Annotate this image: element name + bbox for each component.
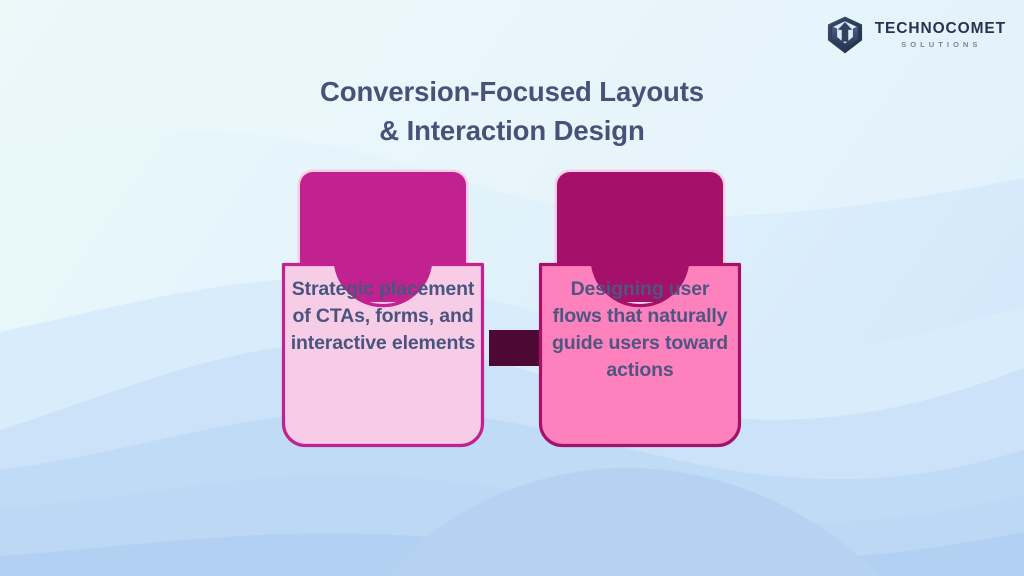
pocket-card-strategic-placement[interactable]: Strategic placement of CTAs, forms, and …	[281, 172, 485, 448]
pocket-front-right	[538, 172, 742, 448]
hexagon-up-arrow-icon	[827, 16, 862, 54]
logo-company-subtitle: SOLUTIONS	[901, 40, 982, 50]
card-connector-bar	[489, 330, 547, 366]
logo-wordmark: TECHNOCOMET SOLUTIONS	[875, 21, 1006, 49]
pocket-card-text-right: Designing user flows that naturally guid…	[551, 278, 729, 381]
pocket-front-left	[281, 172, 485, 448]
logo-company-name: TECHNOCOMET	[874, 19, 1006, 37]
page-title-line-2: & Interaction Design	[379, 115, 645, 147]
page-title: Conversion-Focused Layouts & Interaction…	[0, 72, 1024, 150]
page-title-line-1: Conversion-Focused Layouts	[320, 76, 704, 108]
pocket-card-user-flows[interactable]: Designing user flows that naturally guid…	[538, 172, 742, 448]
brand-logo: TECHNOCOMET SOLUTIONS	[824, 14, 1006, 56]
pocket-card-text-left: Strategic placement of CTAs, forms, and …	[290, 278, 476, 354]
